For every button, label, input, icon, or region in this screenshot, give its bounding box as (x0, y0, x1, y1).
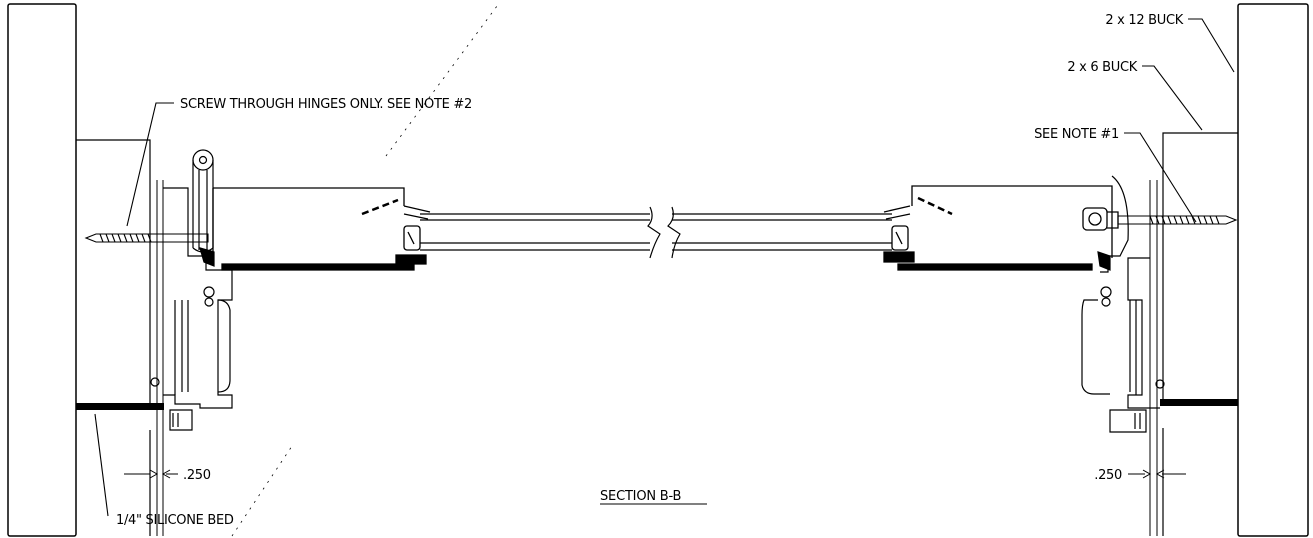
right-screw (1117, 215, 1238, 225)
dimension-right-gap: .250 (1094, 468, 1122, 483)
callout-buck-12: 2 x 12 BUCK (1105, 13, 1183, 28)
diagonal-dash-bottom (231, 445, 293, 537)
right-jamb-lines (1149, 180, 1158, 536)
note1-leader (1124, 132, 1197, 223)
left-silicone-bed (76, 403, 164, 410)
right-screw-head (1082, 207, 1119, 231)
right-door-leaf (883, 185, 1113, 271)
left-jamb-lines (156, 180, 164, 536)
right-wall (1237, 3, 1309, 537)
left-wall (7, 3, 77, 537)
left-screw (84, 233, 209, 243)
silicone-leader (94, 413, 109, 517)
right-frame (1081, 175, 1165, 433)
right-buck (1162, 132, 1238, 536)
diagonal-dash-top (385, 1, 501, 157)
buck12-leader (1188, 18, 1235, 73)
glazing-left (420, 206, 661, 259)
left-hinge (192, 149, 214, 253)
buck6-leader (1142, 65, 1203, 131)
callout-note-1: SEE NOTE #1 (1034, 127, 1119, 142)
glazing-right (667, 206, 892, 259)
right-dimension (1128, 469, 1186, 479)
callout-silicone-bed: 1/4" SILICONE BED (116, 513, 234, 528)
left-door-leaf (212, 187, 431, 271)
callout-screw-note: SCREW THROUGH HINGES ONLY. SEE NOTE #2 (180, 97, 472, 112)
screw-note-leader (126, 102, 174, 227)
dimension-left-gap: .250 (183, 468, 211, 483)
right-silicone-bed (1160, 399, 1238, 406)
callout-buck-6: 2 x 6 BUCK (1067, 60, 1137, 75)
left-buck (76, 139, 151, 536)
section-title: SECTION B-B (600, 489, 681, 504)
left-dimension (124, 469, 178, 479)
